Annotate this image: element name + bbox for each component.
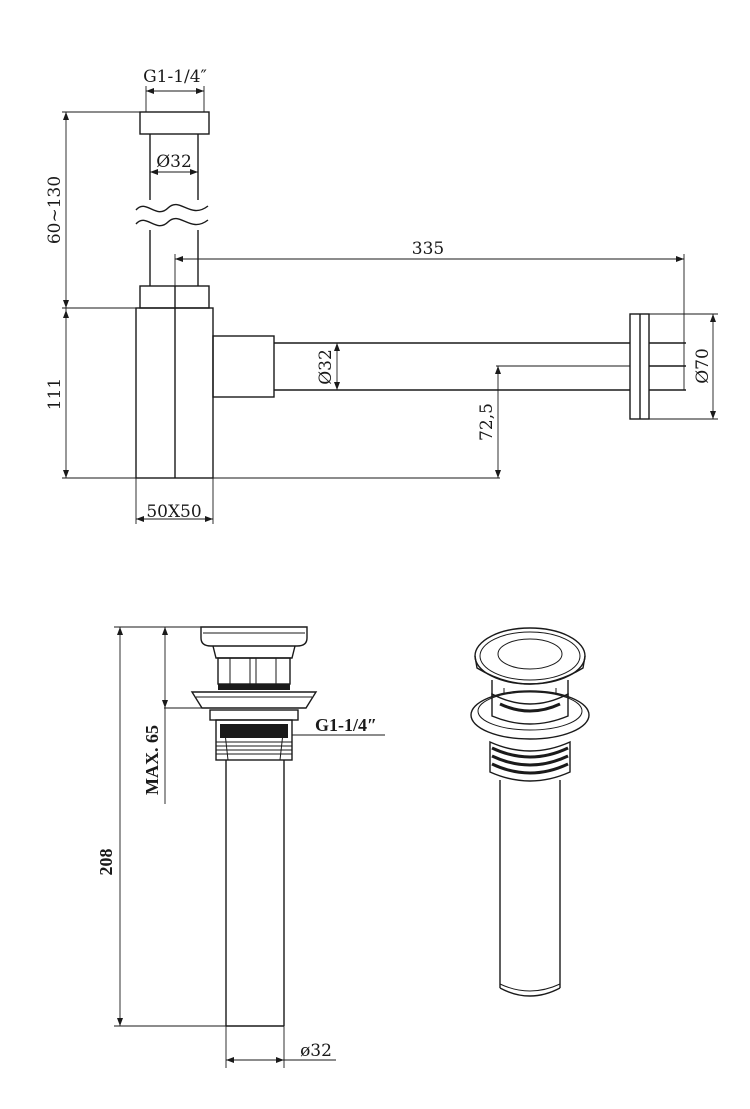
perspective-flange: [470, 690, 590, 740]
break-line-upper: [135, 203, 209, 213]
top-cap: [139, 111, 210, 135]
trap-length-label: 335: [412, 239, 444, 259]
trap-height-range-label: 60~130: [45, 176, 65, 244]
trap-outlet-diameter-label: Ø32: [316, 349, 336, 385]
waste-thread-label: G1-1/4″: [315, 715, 377, 735]
waste-valve-perspective-drawing: [470, 627, 590, 997]
waste-washer: [209, 709, 299, 721]
waste-neck: [217, 657, 291, 685]
trap-flange-diameter-label: Ø70: [693, 348, 713, 384]
bottle-trap-drawing: G1-1/4″ Ø32 60~130 335 111 50X50 Ø32 Ø70…: [45, 67, 718, 524]
trap-tailpiece-diameter-label: Ø32: [156, 152, 192, 172]
break-line-lower: [135, 217, 209, 227]
waste-tail-diameter-label: ø32: [300, 1041, 332, 1061]
trap-thread-label: G1-1/4″: [143, 67, 207, 87]
outlet-nut: [212, 335, 275, 398]
waste-max-label: MAX. 65: [142, 725, 162, 795]
waste-thread-body: [215, 719, 293, 761]
waste-basin-flange: [190, 691, 318, 709]
trap-body-size-label: 50X50: [146, 502, 201, 522]
trap-outlet-height-label: 72,5: [477, 403, 497, 441]
waste-top-cap: [200, 626, 308, 647]
waste-valve-side-drawing: 208 MAX. 65 G1-1/4″ ø32: [96, 626, 385, 1068]
waste-total-height-label: 208: [96, 849, 116, 876]
trap-body-height-label: 111: [45, 378, 65, 410]
